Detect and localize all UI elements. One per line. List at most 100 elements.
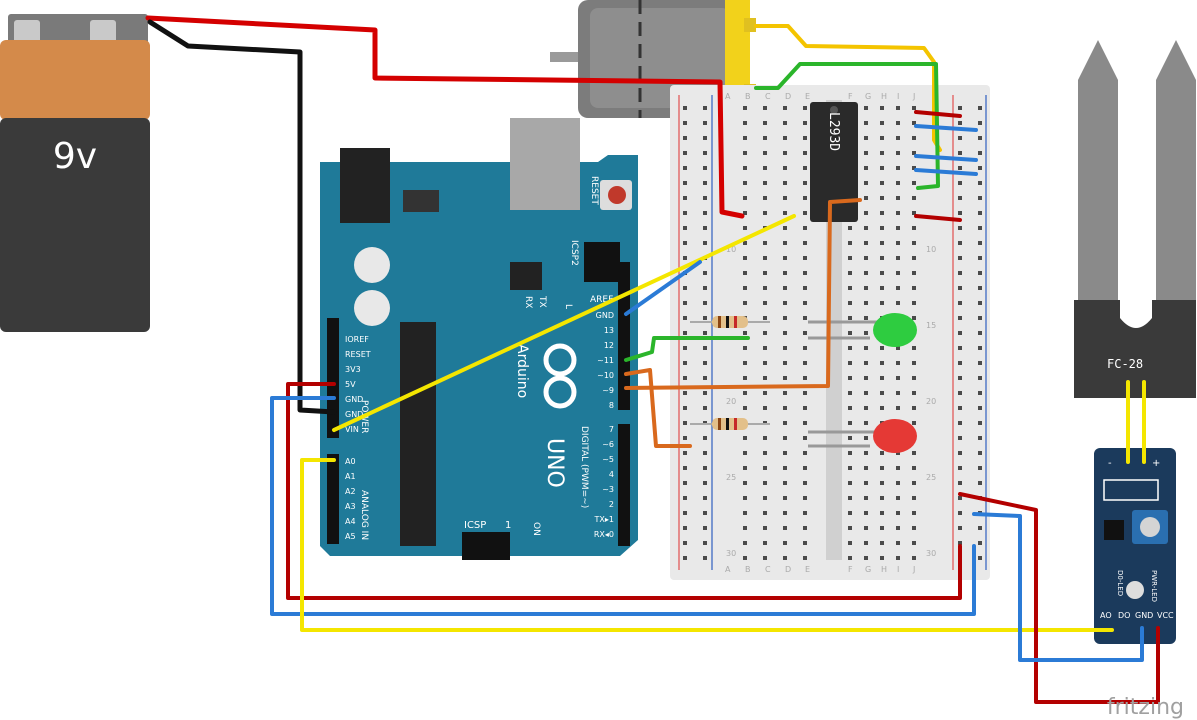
- breadboard-hole: [703, 286, 707, 290]
- wire-vin-yellow: [332, 214, 796, 432]
- breadboard-hole: [864, 526, 868, 530]
- breadboard-hole: [703, 301, 707, 305]
- breadboard-hole: [958, 361, 962, 365]
- breadboard-hole: [743, 331, 747, 335]
- breadboard-hole: [864, 301, 868, 305]
- breadboard-hole: [912, 421, 916, 425]
- breadboard-hole: [978, 301, 982, 305]
- breadboard-hole: [848, 421, 852, 425]
- breadboard-hole: [783, 211, 787, 215]
- breadboard-hole: [703, 451, 707, 455]
- breadboard-hole: [703, 106, 707, 110]
- col-label-d-bottom: D: [785, 565, 791, 574]
- breadboard-hole: [763, 526, 767, 530]
- breadboard-hole: [803, 541, 807, 545]
- breadboard-hole: [783, 496, 787, 500]
- tx-label: TX: [537, 295, 547, 308]
- breadboard-hole: [703, 376, 707, 380]
- breadboard-hole: [848, 481, 852, 485]
- breadboard-hole: [803, 211, 807, 215]
- col-label-i: I: [897, 92, 899, 101]
- breadboard-hole: [880, 121, 884, 125]
- breadboard-hole: [803, 451, 807, 455]
- breadboard-hole: [896, 376, 900, 380]
- breadboard-hole: [848, 556, 852, 560]
- breadboard-hole: [958, 436, 962, 440]
- breadboard-hole: [803, 376, 807, 380]
- breadboard-hole: [958, 511, 962, 515]
- breadboard-hole: [958, 421, 962, 425]
- breadboard-hole: [848, 541, 852, 545]
- breadboard-hole: [912, 346, 916, 350]
- breadboard-hole: [848, 241, 852, 245]
- breadboard-hole: [743, 151, 747, 155]
- breadboard-hole: [896, 526, 900, 530]
- breadboard-hole: [763, 436, 767, 440]
- breadboard-hole: [864, 241, 868, 245]
- wire-pin11-green: [624, 336, 750, 362]
- breadboard-hole: [743, 451, 747, 455]
- pin-label-a3: A3: [345, 502, 356, 511]
- soil-moisture-probe: FC-28: [1074, 40, 1196, 398]
- breadboard-hole: [880, 256, 884, 260]
- breadboard-hole: [783, 526, 787, 530]
- breadboard-hole: [848, 466, 852, 470]
- col-label-e-bottom: E: [805, 565, 810, 574]
- breadboard-hole: [803, 241, 807, 245]
- breadboard-hole: [743, 391, 747, 395]
- breadboard-hole: [783, 361, 787, 365]
- arduino-logo: [543, 343, 577, 409]
- breadboard-hole: [864, 361, 868, 365]
- breadboard-hole: [896, 361, 900, 365]
- breadboard-hole: [978, 181, 982, 185]
- breadboard-hole: [783, 466, 787, 470]
- breadboard-hole: [848, 256, 852, 260]
- breadboard-hole: [763, 331, 767, 335]
- pin-label-a0: A0: [345, 457, 356, 466]
- reset-button-cap[interactable]: [608, 186, 626, 204]
- breadboard-hole: [864, 421, 868, 425]
- probe-label: FC-28: [1107, 357, 1143, 371]
- pin-label-13: 13: [604, 326, 614, 335]
- breadboard-hole: [978, 271, 982, 275]
- breadboard-hole: [958, 481, 962, 485]
- wire-battery-negative: [147, 19, 337, 415]
- breadboard-hole: [880, 301, 884, 305]
- row-number-20: 20: [726, 397, 736, 406]
- breadboard-hole: [743, 436, 747, 440]
- col-label-j-bottom: J: [912, 565, 915, 574]
- breadboard-hole: [880, 466, 884, 470]
- breadboard-hole: [848, 361, 852, 365]
- breadboard-hole: [783, 481, 787, 485]
- breadboard-hole: [703, 496, 707, 500]
- wire-gnd-blue-top: [624, 260, 702, 316]
- potentiometer-knob[interactable]: [1140, 517, 1160, 537]
- breadboard-hole: [763, 316, 767, 320]
- breadboard-hole: [864, 211, 868, 215]
- module-d0-led-label: D0-LED: [1116, 570, 1124, 596]
- jumper-blue-3: [914, 168, 978, 176]
- breadboard-hole: [683, 226, 687, 230]
- breadboard-hole: [864, 511, 868, 515]
- breadboard-hole: [803, 511, 807, 515]
- breadboard-hole: [958, 406, 962, 410]
- breadboard-hole: [803, 556, 807, 560]
- breadboard-hole: [703, 556, 707, 560]
- breadboard-hole: [978, 121, 982, 125]
- breadboard-hole: [864, 316, 868, 320]
- breadboard-hole: [978, 106, 982, 110]
- breadboard-hole: [880, 286, 884, 290]
- pin-label-7: 7: [609, 425, 614, 434]
- breadboard-hole: [896, 286, 900, 290]
- battery-terminal-negative: [14, 20, 40, 44]
- breadboard-hole: [703, 391, 707, 395]
- breadboard-hole: [896, 121, 900, 125]
- red-led: [808, 419, 917, 453]
- breadboard-hole: [958, 151, 962, 155]
- col-label-d: D: [785, 92, 791, 101]
- breadboard-hole: [703, 406, 707, 410]
- breadboard-hole: [880, 481, 884, 485]
- breadboard-hole: [703, 226, 707, 230]
- breadboard-hole: [783, 331, 787, 335]
- breadboard-hole: [958, 376, 962, 380]
